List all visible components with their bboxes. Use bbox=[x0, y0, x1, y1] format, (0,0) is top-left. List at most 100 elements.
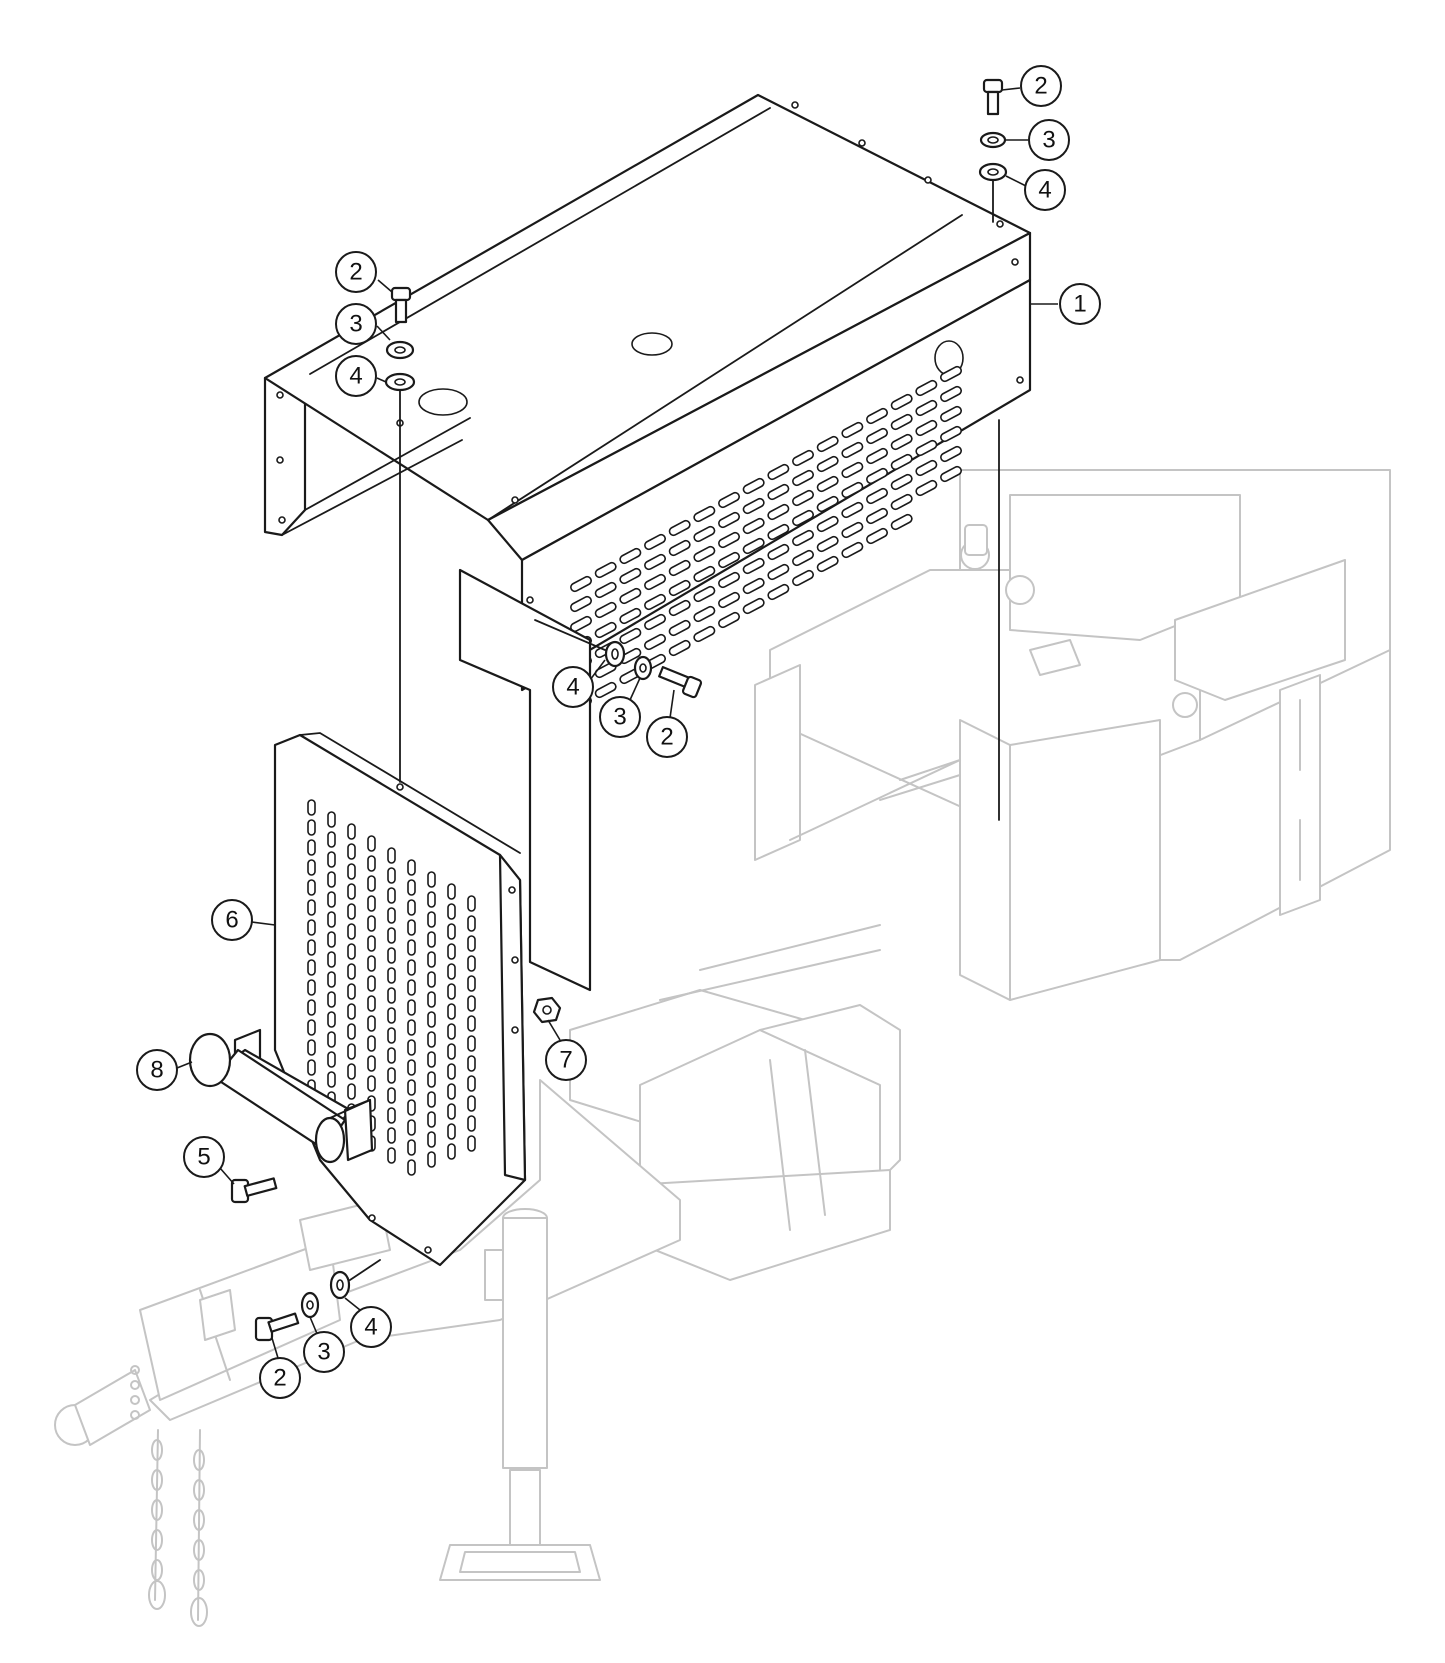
grille-slot bbox=[327, 831, 336, 848]
vent-slot bbox=[890, 513, 913, 531]
vent-slot bbox=[594, 581, 617, 599]
vent-slot bbox=[668, 619, 691, 637]
vent-slot bbox=[915, 419, 938, 437]
grille-slot bbox=[327, 871, 336, 888]
vent-slot bbox=[940, 405, 962, 423]
grille-slot bbox=[447, 1123, 456, 1140]
vent-slot bbox=[940, 385, 962, 403]
grille-slot bbox=[427, 1051, 436, 1068]
grille-slot bbox=[307, 959, 316, 976]
vent-slot bbox=[841, 541, 864, 559]
grille-slot bbox=[307, 839, 316, 856]
callout-4-top-left-label: 4 bbox=[349, 363, 362, 390]
callout-3-middle-label: 3 bbox=[613, 704, 626, 731]
grille-slot bbox=[347, 1003, 356, 1020]
grille-slot bbox=[467, 1075, 476, 1092]
grille-slot bbox=[427, 1151, 436, 1168]
grille-slot bbox=[347, 1083, 356, 1100]
callout-7: 7 bbox=[545, 1039, 587, 1081]
callout-4-middle-label: 4 bbox=[566, 674, 579, 701]
vent-slot bbox=[915, 379, 938, 397]
grille-slot bbox=[427, 871, 436, 888]
vent-slot bbox=[718, 611, 740, 629]
grille-slot bbox=[427, 911, 436, 928]
vent-slot bbox=[742, 557, 765, 575]
grille-slot bbox=[387, 1087, 396, 1104]
vent-slot bbox=[693, 545, 716, 563]
vent-slot bbox=[742, 517, 765, 535]
callout-4-bottom-label: 4 bbox=[364, 1314, 377, 1341]
grille-slot bbox=[307, 919, 316, 936]
grille-slot bbox=[327, 911, 336, 928]
grille-slot bbox=[407, 1079, 416, 1096]
callout-3-top-right: 3 bbox=[1028, 119, 1070, 161]
vent-slot bbox=[816, 455, 839, 473]
vent-slot bbox=[915, 459, 938, 477]
vent-slot bbox=[619, 587, 642, 605]
grille-slot bbox=[367, 855, 376, 872]
vent-slot bbox=[866, 407, 888, 425]
vent-slot bbox=[718, 511, 740, 529]
callout-1: 1 bbox=[1059, 283, 1101, 325]
grille-slot bbox=[367, 835, 376, 852]
grille-slot bbox=[307, 1059, 316, 1076]
grille-slot bbox=[467, 1035, 476, 1052]
battery-box-background bbox=[569, 924, 901, 1281]
grille-slot bbox=[367, 875, 376, 892]
vent-slot bbox=[668, 519, 691, 537]
callout-4-middle: 4 bbox=[552, 666, 594, 708]
grille-slot bbox=[447, 1063, 456, 1080]
callout-4-top-right: 4 bbox=[1024, 169, 1066, 211]
vent-slot bbox=[841, 441, 864, 459]
grille-slot bbox=[347, 843, 356, 860]
tongue-jack-background bbox=[439, 1208, 601, 1581]
grille-slot bbox=[387, 1107, 396, 1124]
grille-slot bbox=[427, 991, 436, 1008]
top-cover-vent-slots bbox=[570, 365, 962, 713]
grille-slot bbox=[387, 847, 396, 864]
grille-slot bbox=[367, 1015, 376, 1032]
grille-slot bbox=[367, 995, 376, 1012]
vent-slot bbox=[767, 483, 790, 501]
grille-slot bbox=[327, 1011, 336, 1028]
vent-slot bbox=[792, 529, 814, 547]
grille-slot bbox=[447, 1083, 456, 1100]
grille-slot bbox=[327, 1031, 336, 1048]
grille-slot bbox=[427, 1031, 436, 1048]
grille-slot bbox=[387, 1027, 396, 1044]
vent-slot bbox=[915, 399, 938, 417]
grille-slot bbox=[427, 1011, 436, 1028]
callout-4-top-left: 4 bbox=[335, 355, 377, 397]
callout-2-middle: 2 bbox=[646, 716, 688, 758]
grille-slot bbox=[347, 983, 356, 1000]
vent-slot bbox=[866, 527, 888, 545]
vent-slot bbox=[693, 565, 716, 583]
vent-slot bbox=[767, 563, 790, 581]
vent-slot bbox=[767, 543, 790, 561]
vent-slot bbox=[668, 539, 691, 557]
vent-slot bbox=[940, 425, 962, 443]
vent-slot bbox=[816, 435, 839, 453]
engine-tank-background bbox=[754, 469, 1391, 1001]
grille-slot bbox=[407, 1159, 416, 1176]
vent-slot bbox=[890, 393, 913, 411]
grille-slot bbox=[327, 971, 336, 988]
vent-slot bbox=[890, 413, 913, 431]
grille-slot bbox=[327, 991, 336, 1008]
grille-slot bbox=[407, 959, 416, 976]
vent-slot bbox=[816, 535, 839, 553]
vent-slot bbox=[619, 567, 642, 585]
grille-slot bbox=[407, 939, 416, 956]
vent-slot bbox=[792, 489, 814, 507]
grille-slot bbox=[347, 863, 356, 880]
grille-slot bbox=[347, 943, 356, 960]
vent-slot bbox=[940, 445, 962, 463]
grille-slot bbox=[427, 971, 436, 988]
hardware-parts bbox=[230, 78, 1008, 1342]
grille-slot bbox=[447, 883, 456, 900]
grille-slot bbox=[467, 895, 476, 912]
grille-slot bbox=[327, 891, 336, 908]
callout-3-bottom: 3 bbox=[303, 1331, 345, 1373]
callout-2-top-left-label: 2 bbox=[349, 259, 362, 286]
vent-slot bbox=[767, 583, 790, 601]
